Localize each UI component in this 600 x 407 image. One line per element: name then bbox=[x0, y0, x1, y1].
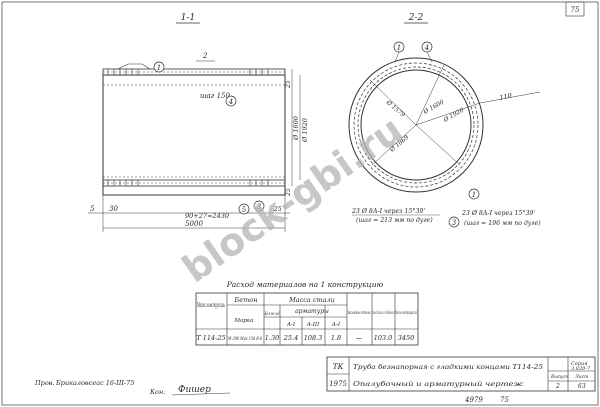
pipe-bottom-wall bbox=[102, 179, 286, 187]
dim-25-right: 25 bbox=[273, 206, 282, 213]
table-title: Расход материалов на 1 конструкцию bbox=[226, 280, 384, 289]
signatures: Пров. Брикаловсеас 16-III-75 Кон. Фишер bbox=[34, 379, 231, 396]
th-steel-a1: А-I bbox=[286, 322, 296, 328]
note-1b: (шаг = 213 мм по дуге) bbox=[356, 217, 433, 224]
section-1-title: 1-1 bbox=[181, 13, 196, 23]
section-1-1: 1-1 1 2 шаг 150 4 3 25 Ø 1600 bbox=[88, 13, 309, 232]
note-1a: 23 Ø 8А-I через 15°39' bbox=[351, 208, 425, 215]
td-steel-a1: 25.4 bbox=[283, 334, 298, 342]
sig-designed-name: Брикаловсеас 16-III-75 bbox=[55, 379, 134, 387]
dim-d1920: Ø 1920 bbox=[442, 107, 466, 125]
note-2a: 23 Ø 8А-I через 15°39' bbox=[461, 210, 535, 217]
tb-sheet: 63 bbox=[578, 383, 586, 390]
tb-sheet-label: Лист bbox=[574, 374, 588, 380]
dim-110: 110 bbox=[499, 92, 513, 102]
th-steel-a3: А-III bbox=[306, 322, 320, 328]
tb-year: 1975 bbox=[329, 380, 347, 388]
table-col-lines bbox=[226, 293, 396, 345]
dim-shag-label: шаг 150 bbox=[200, 92, 230, 100]
th-per-m3: Расход стали на 1 м3 бетона кг bbox=[372, 309, 394, 316]
pipe-inner-circle bbox=[360, 69, 472, 181]
tb-inv-sheet: 75 bbox=[500, 396, 509, 404]
section-2-title: 2-2 bbox=[408, 13, 424, 23]
tb-title-2: Опалубочный и арматурный чертеж bbox=[353, 380, 523, 388]
tb-inv: 4979 bbox=[464, 396, 483, 404]
callout-2-3-label: 3 bbox=[452, 219, 457, 227]
th-steel-a1b: А-I bbox=[331, 322, 341, 328]
table-frame bbox=[195, 292, 419, 346]
sig-designed-label: Пров. bbox=[34, 379, 55, 387]
th-embedded: Закладные детали bbox=[348, 310, 371, 316]
th-steel-sub: арматуры bbox=[295, 308, 329, 315]
callout-2-4-leader bbox=[426, 51, 433, 63]
th-concrete-mark: Марка bbox=[234, 318, 254, 324]
callout-3 bbox=[253, 200, 265, 212]
dim-2430: 90+27=2430 bbox=[185, 212, 229, 220]
dim-d1600: Ø 1600 bbox=[422, 99, 446, 117]
callout-1 bbox=[153, 61, 165, 73]
sig-checked-name: Фишер bbox=[178, 385, 211, 395]
pipe-outer-circle bbox=[348, 57, 484, 193]
dim-total: 5000 bbox=[185, 220, 203, 228]
td-embedded: — bbox=[356, 334, 363, 342]
callout-5-label: 5 bbox=[242, 206, 247, 214]
td-per-m3: 103.0 bbox=[374, 334, 393, 342]
callout-2-1-leader bbox=[394, 51, 400, 63]
th-steel: Масса стали bbox=[288, 296, 335, 304]
dim-v-1600: Ø 1600 bbox=[292, 116, 300, 141]
table-row-lines bbox=[196, 304, 418, 330]
pipe-top-wall bbox=[102, 68, 286, 76]
top-bump bbox=[117, 63, 151, 70]
title-block: ТК 1975 Труба безнапорная с гладкими кон… bbox=[326, 356, 596, 404]
note-2b: (шаг = 196 мм по дуге) bbox=[464, 220, 541, 227]
dim-step-label: 2 bbox=[202, 52, 208, 60]
title-block-lines bbox=[327, 357, 595, 391]
radial-dims bbox=[369, 64, 481, 166]
dim-v-25b: 25 bbox=[285, 188, 292, 197]
callout-2-3 bbox=[448, 216, 460, 228]
th-mark: Марка конструкции bbox=[197, 302, 225, 309]
tb-series: 3.820-7 bbox=[571, 366, 591, 372]
pipe-body bbox=[102, 74, 286, 196]
th-concrete: Бетон bbox=[234, 296, 258, 304]
materials-table: Расход материалов на 1 конструкцию Марка… bbox=[195, 280, 419, 346]
corner-box bbox=[565, 1, 585, 17]
tb-title-1: Труба безнапорная с гладкими концами Т11… bbox=[353, 363, 543, 371]
dim-v-1920: Ø 1920 bbox=[301, 118, 309, 143]
td-steel-a3: 108.3 bbox=[304, 334, 323, 342]
stirrup-marks bbox=[107, 69, 269, 186]
corner-label: 75 bbox=[571, 6, 580, 14]
th-concrete-volume: Кол-во м3 bbox=[264, 311, 280, 317]
td-steel-a1b: 1.8 bbox=[331, 334, 341, 342]
td-mass: 3450 bbox=[398, 334, 415, 342]
tb-issue-label: Выпуск bbox=[550, 374, 569, 380]
callout-2-b-label: 1 bbox=[472, 191, 476, 199]
dim-v-25a: 25 bbox=[285, 80, 292, 89]
callout-2-4-label: 4 bbox=[424, 44, 429, 52]
dim-110-leader bbox=[479, 91, 541, 104]
rebar-outer-circle bbox=[353, 62, 479, 188]
tb-issue: 2 bbox=[555, 383, 560, 390]
tb-org: ТК bbox=[333, 362, 344, 371]
dim-30: 30 bbox=[109, 205, 118, 213]
th-mass: Масса конструкции кг bbox=[395, 310, 418, 316]
tb-series-label: Серия bbox=[571, 361, 588, 367]
callout-1-label: 1 bbox=[157, 64, 161, 72]
sig-underline bbox=[171, 392, 231, 396]
rebar-inner-circle bbox=[357, 66, 475, 184]
callout-3-label: 3 bbox=[257, 203, 262, 211]
callout-5 bbox=[238, 203, 250, 215]
td-mark: Т 114-25 bbox=[196, 334, 225, 342]
callout-2-1-label: 1 bbox=[397, 44, 401, 52]
td-concrete-mark: М 300 Мрз 150 В-6 bbox=[227, 336, 262, 342]
callout-4 bbox=[225, 95, 237, 107]
callout-2-b bbox=[468, 188, 480, 200]
callout-4-label: 4 bbox=[228, 98, 233, 106]
sig-checked-label: Кон. bbox=[149, 388, 165, 396]
dim-5: 5 bbox=[90, 205, 95, 213]
td-volume: 1.30 bbox=[265, 334, 279, 342]
